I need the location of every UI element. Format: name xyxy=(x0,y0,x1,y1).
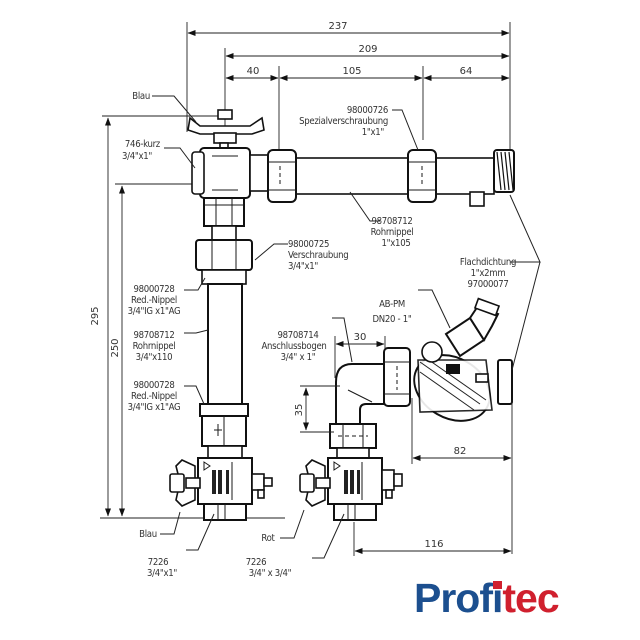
elbow-assembly xyxy=(329,347,411,459)
label-98000728-top: 98000728 xyxy=(133,284,174,295)
logo-i-dot xyxy=(493,581,502,589)
bottom-right-valve xyxy=(299,457,403,521)
logo-text-tec: tec xyxy=(502,575,559,621)
dim-30: 30 xyxy=(354,332,367,343)
label-rohrnippel-v: Rohrnippel xyxy=(133,341,176,352)
label-red-nippel-bottom: Red.-Nippel xyxy=(131,391,177,402)
logo-text-i: i xyxy=(492,575,503,621)
top-ball-valve xyxy=(187,109,271,227)
label-rot: Rot xyxy=(261,533,275,544)
label-97000077: 97000077 xyxy=(467,279,508,290)
label-98708714: 98708714 xyxy=(277,330,318,341)
label-rohrnippel-h-size: 1"x105 xyxy=(382,238,411,249)
label-746-size: 3/4"x1" xyxy=(122,151,152,162)
bottom-left-valve xyxy=(169,457,273,521)
label-746-kurz: 746-kurz xyxy=(125,139,161,150)
dim-209: 209 xyxy=(358,44,377,55)
label-98708712-h: 98708712 xyxy=(371,216,412,227)
logo-text-prof: Prof xyxy=(414,575,493,621)
dim-82: 82 xyxy=(454,446,467,457)
horizontal-pipe-assembly xyxy=(267,149,515,207)
dim-250: 250 xyxy=(110,338,121,357)
label-union-size: 3/4"x1" xyxy=(288,261,318,272)
label-red-nippel-top-size: 3/4"IG x1"AG xyxy=(128,306,181,317)
label-ab-pm: AB-PM xyxy=(379,299,405,310)
vertical-pipe-assembly xyxy=(195,225,253,459)
label-elbow-size: 3/4" x 1" xyxy=(281,352,316,363)
label-spezialverschraubung: Spezialverschraubung xyxy=(299,116,388,127)
dim-35: 35 xyxy=(294,404,305,417)
right-dimensions: 30 35 82 116 xyxy=(294,332,513,556)
dim-237: 237 xyxy=(328,21,347,32)
label-98708712-v: 98708712 xyxy=(133,330,174,341)
label-anschlussbogen: Anschlussbogen xyxy=(261,341,326,352)
label-7226-left-size: 3/4"x1" xyxy=(147,568,177,579)
label-blau-top: Blau xyxy=(132,91,150,102)
label-7226-right: 7226 xyxy=(246,557,267,568)
dim-64: 64 xyxy=(460,66,473,77)
label-98000728-bottom: 98000728 xyxy=(133,380,174,391)
label-rohrnippel-h: Rohrnippel xyxy=(371,227,414,238)
label-98000726: 98000726 xyxy=(347,105,388,116)
label-red-nippel-bottom-size: 3/4"IG x1"AG xyxy=(128,402,181,413)
left-dimensions: 295 250 xyxy=(90,115,285,519)
dim-105: 105 xyxy=(342,66,361,77)
part-labels: Blau 746-kurz 3/4"x1" 98000726 Spezialve… xyxy=(122,91,516,579)
label-98000725: 98000725 xyxy=(288,239,329,250)
label-verschraubung: Verschraubung xyxy=(288,250,348,261)
ab-pm-valve xyxy=(413,297,513,422)
top-dimensions: 237 209 40 105 64 xyxy=(186,21,511,160)
dim-40: 40 xyxy=(247,66,260,77)
dim-116: 116 xyxy=(424,539,443,550)
label-7226-right-size: 3/4" x 3/4" xyxy=(249,568,292,579)
label-flachdichtung-size: 1"x2mm xyxy=(471,268,506,279)
label-blau-bottom: Blau xyxy=(139,529,157,540)
label-red-nippel-top: Red.-Nippel xyxy=(131,295,177,306)
label-7226-left: 7226 xyxy=(148,557,169,568)
label-special-union-size: 1"x1" xyxy=(362,127,385,138)
dim-295: 295 xyxy=(90,306,101,325)
leader-lines xyxy=(152,95,541,559)
label-flachdichtung: Flachdichtung xyxy=(460,257,516,268)
label-dn20: DN20 - 1" xyxy=(372,314,411,325)
label-rohrnippel-v-size: 3/4"x110 xyxy=(136,352,173,363)
